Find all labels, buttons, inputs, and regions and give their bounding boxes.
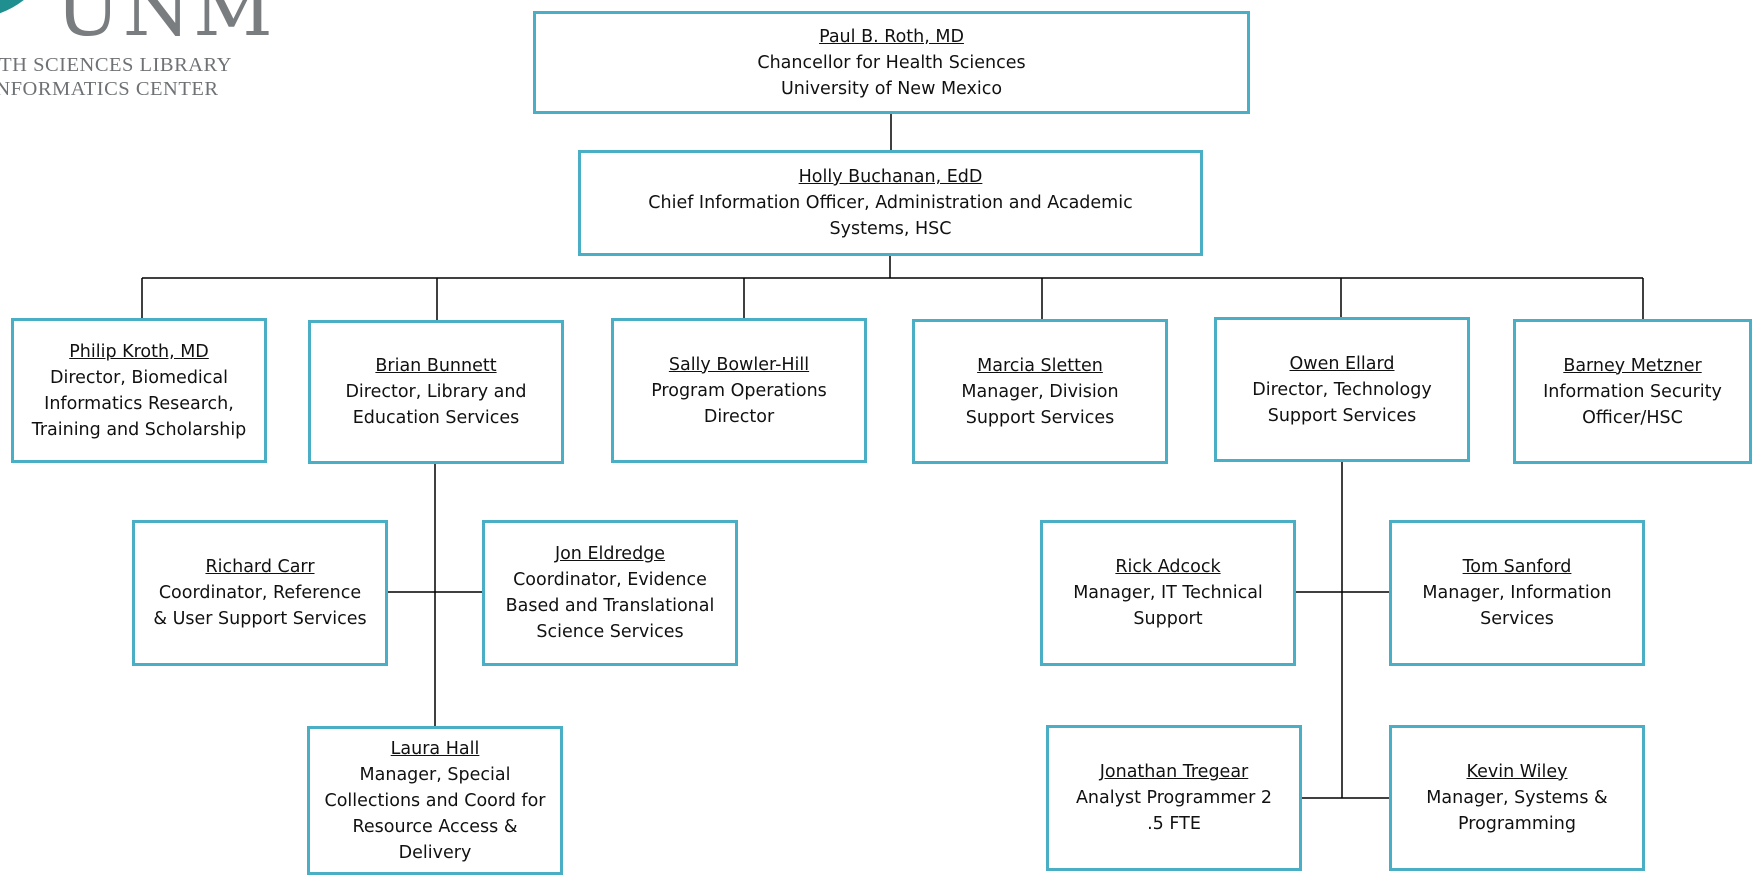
node-title: Collections and Coord for [324, 790, 546, 811]
node-buchanan: Holly Buchanan, EdD Chief Information Of… [578, 150, 1203, 256]
node-name: Owen Ellard [1289, 353, 1395, 374]
node-name: Tom Sanford [1462, 557, 1572, 577]
node-name: Holly Buchanan, EdD [798, 167, 983, 187]
node-name: Barney Metzner [1563, 355, 1702, 376]
node-wiley: Kevin Wiley Manager, Systems & Programmi… [1389, 725, 1645, 871]
logo-line-2: INFORMATICS CENTER [0, 78, 219, 100]
node-title: Manager, Systems & [1426, 788, 1608, 808]
node-title: & User Support Services [153, 609, 367, 629]
node-bowler: Sally Bowler-Hill Program Operations Dir… [611, 318, 867, 463]
node-title: .5 FTE [1147, 814, 1201, 834]
node-title: Education Services [352, 408, 520, 428]
node-title: Manager, Division [961, 381, 1119, 402]
node-title: Science Services [536, 622, 684, 642]
node-carr: Richard Carr Coordinator, Reference & Us… [132, 520, 388, 666]
unm-hsl-logo: UNM LTH SCIENCES LIBRARY INFORMATICS CEN… [0, 0, 280, 100]
node-title: Chancellor for Health Sciences [757, 52, 1026, 73]
node-title: Information Security [1543, 381, 1722, 402]
node-title: Director [703, 406, 775, 427]
node-title: Programming [1458, 814, 1576, 834]
node-title: Support Services [1267, 405, 1417, 426]
node-title: Manager, Special [359, 764, 511, 785]
node-name: Jonathan Tregear [1099, 762, 1249, 782]
node-bunnett: Brian Bunnett Director, Library and Educ… [308, 320, 564, 464]
node-name: Kevin Wiley [1466, 762, 1568, 782]
node-title: Manager, IT Technical [1073, 583, 1263, 603]
node-sletten: Marcia Sletten Manager, Division Support… [912, 319, 1168, 464]
node-title: Analyst Programmer 2 [1075, 788, 1273, 808]
node-name: Rick Adcock [1115, 557, 1221, 577]
node-title: Program Operations [651, 380, 827, 401]
node-sanford: Tom Sanford Manager, Information Service… [1389, 520, 1645, 666]
node-name: Brian Bunnett [375, 356, 497, 376]
node-title: Training and Scholarship [31, 419, 247, 440]
node-title: Resource Access & [352, 816, 518, 837]
node-title: Delivery [398, 842, 472, 863]
node-title: Director, Library and [345, 382, 527, 402]
node-title: Director, Technology [1252, 379, 1432, 400]
node-title: Coordinator, Reference [158, 583, 362, 603]
node-ellard: Owen Ellard Director, Technology Support… [1214, 317, 1470, 462]
node-name: Philip Kroth, MD [69, 341, 209, 362]
node-kroth: Philip Kroth, MD Director, Biomedical In… [11, 318, 267, 463]
node-title: Officer/HSC [1582, 407, 1683, 428]
node-title: Manager, Information [1422, 583, 1612, 603]
node-title: University of New Mexico [780, 78, 1003, 99]
node-name: Laura Hall [390, 738, 480, 759]
node-title: Director, Biomedical [50, 367, 228, 388]
node-eldredge: Jon Eldredge Coordinator, Evidence Based… [482, 520, 738, 666]
node-title: Based and Translational [505, 596, 715, 616]
node-title: Chief Information Officer, Administratio… [648, 193, 1133, 213]
logo-mark-icon [0, 0, 24, 14]
node-title: Support [1133, 609, 1203, 629]
node-name: Sally Bowler-Hill [668, 354, 810, 375]
node-metzner: Barney Metzner Information Security Offi… [1513, 319, 1752, 464]
node-title: Coordinator, Evidence [513, 570, 707, 590]
node-name: Marcia Sletten [977, 355, 1103, 376]
node-name: Jon Eldredge [554, 544, 666, 564]
node-title: Systems, HSC [829, 219, 952, 239]
node-name: Richard Carr [205, 557, 315, 577]
node-adcock: Rick Adcock Manager, IT Technical Suppor… [1040, 520, 1296, 666]
node-name: Paul B. Roth, MD [819, 26, 964, 47]
logo-line-1: LTH SCIENCES LIBRARY [0, 54, 232, 76]
node-title: Services [1480, 609, 1554, 629]
node-title: Support Services [965, 407, 1115, 428]
node-tregear: Jonathan Tregear Analyst Programmer 2 .5… [1046, 725, 1302, 871]
node-title: Informatics Research, [44, 393, 234, 414]
node-hall: Laura Hall Manager, Special Collections … [307, 726, 563, 875]
node-roth: Paul B. Roth, MD Chancellor for Health S… [533, 11, 1250, 114]
logo-wordmark: UNM [55, 0, 275, 54]
